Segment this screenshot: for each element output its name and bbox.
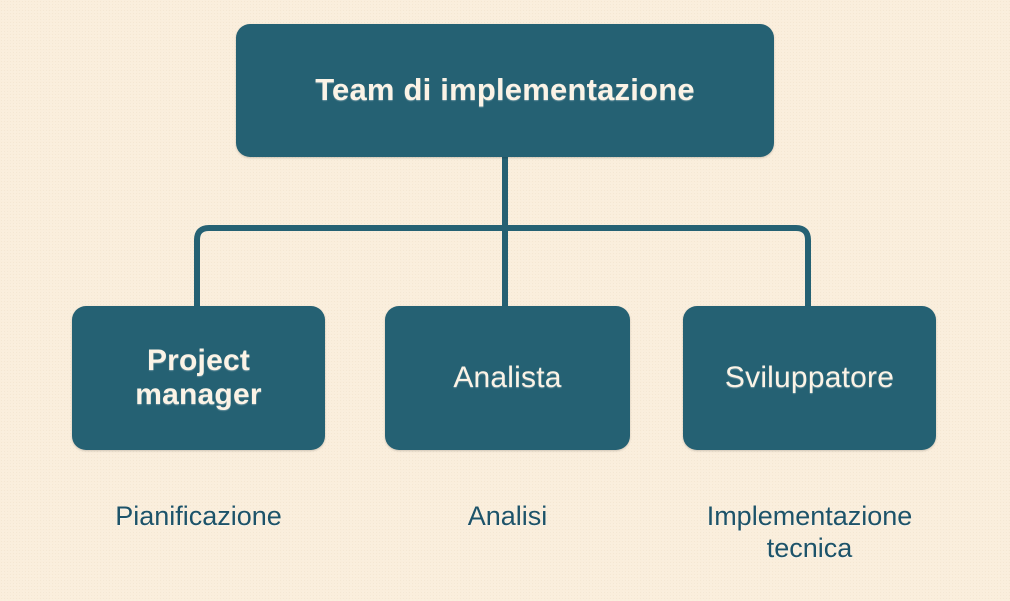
node-project-manager-label-line2: manager bbox=[135, 378, 262, 411]
caption-sviluppatore-line2: tecnica bbox=[766, 532, 853, 563]
node-sviluppatore[interactable]: Sviluppatore bbox=[683, 306, 936, 450]
node-root-label: Team di implementazione bbox=[315, 72, 695, 108]
caption-project-manager: Pianificazione bbox=[115, 501, 282, 531]
node-root[interactable]: Team di implementazione bbox=[236, 24, 774, 157]
caption-sviluppatore-line1: Implementazione bbox=[706, 501, 913, 531]
node-sviluppatore-label: Sviluppatore bbox=[724, 361, 895, 395]
node-analista-label: Analista bbox=[453, 361, 562, 395]
caption-analista: Analisi bbox=[467, 501, 548, 531]
node-project-manager-label: Project manager bbox=[125, 344, 271, 411]
node-project-manager-label-line1: Project bbox=[146, 344, 251, 378]
caption-sviluppatore: Implementazione tecnica bbox=[648, 501, 971, 565]
node-analista[interactable]: Analista bbox=[385, 306, 630, 450]
node-project-manager[interactable]: Project manager bbox=[72, 306, 325, 450]
